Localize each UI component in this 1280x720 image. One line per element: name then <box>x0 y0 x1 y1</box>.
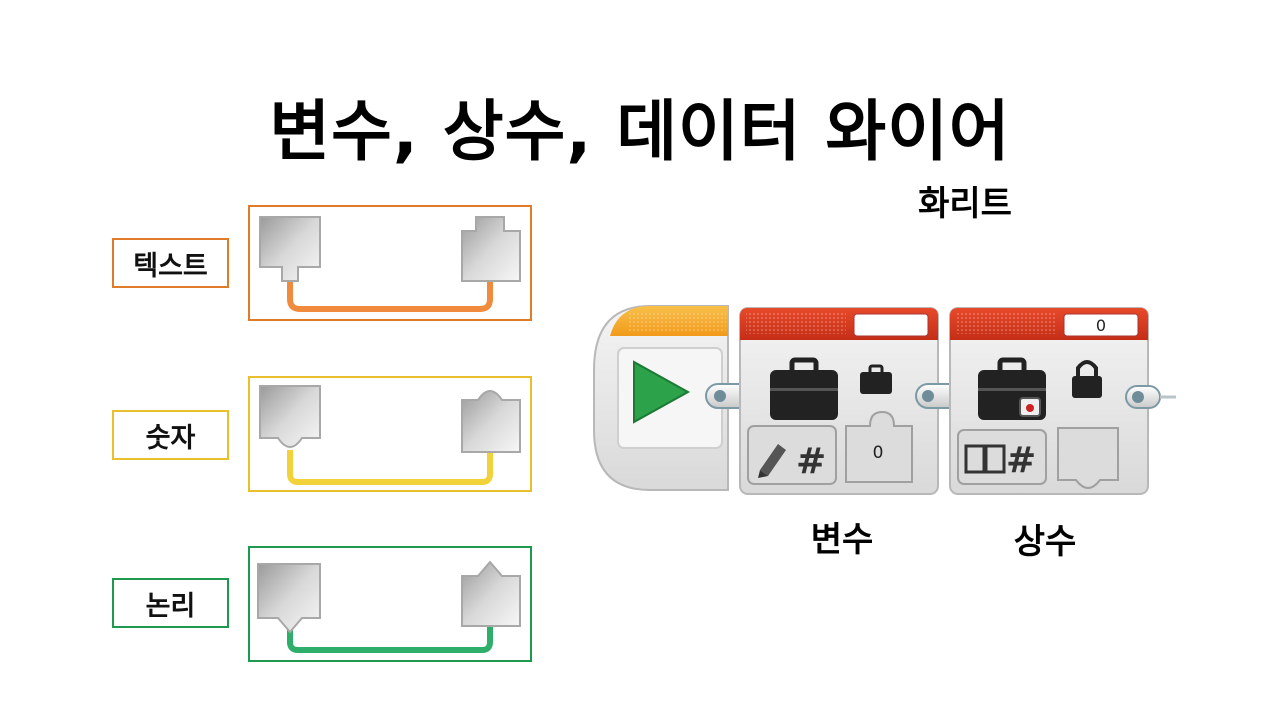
variable-label: 변수 <box>810 520 874 560</box>
small-briefcase-icon <box>860 364 892 394</box>
constant-label: 상수 <box>1013 522 1077 562</box>
logic-output-plug-icon <box>257 563 321 634</box>
variable-name-field <box>853 313 929 337</box>
wire-box-logic <box>248 546 532 662</box>
hash-icon: # <box>796 441 826 482</box>
wire-box-number <box>248 376 532 492</box>
constant-block[interactable]: 0 # <box>949 307 1149 495</box>
start-block[interactable] <box>593 305 729 491</box>
play-icon <box>633 360 691 424</box>
book-icon <box>964 444 1006 474</box>
number-output-plug-icon <box>259 385 321 448</box>
hash-icon: # <box>1006 440 1036 481</box>
briefcase-icon <box>978 357 1046 420</box>
number-wire-diagram <box>259 385 521 485</box>
variable-block[interactable]: # 0 <box>739 307 939 495</box>
logic-wire-diagram <box>257 560 521 653</box>
logic-input-plug-icon <box>461 560 521 627</box>
text-input-plug-icon <box>461 216 521 282</box>
variable-output-value: 0 <box>873 443 884 463</box>
number-input-plug-icon <box>461 390 521 453</box>
subtitle: 화리트 <box>918 184 1012 224</box>
constant-value: 0 <box>1096 316 1106 335</box>
logic-wire <box>287 614 493 653</box>
page-title: 변수, 상수, 데이터 와이어 <box>269 93 1011 170</box>
wire-box-text <box>248 205 532 321</box>
number-wire <box>287 440 493 485</box>
wire-label-text: 텍스트 <box>112 238 229 288</box>
wire-label-logic: 논리 <box>112 578 229 628</box>
pencil-icon <box>758 444 786 478</box>
briefcase-icon <box>770 357 838 420</box>
text-wire-diagram <box>259 216 521 312</box>
text-wire <box>287 267 493 312</box>
constant-output-port <box>1057 427 1119 489</box>
text-output-plug-icon <box>259 216 321 282</box>
constant-value-field <box>1063 313 1139 337</box>
variable-output-port <box>845 410 913 483</box>
wire-label-number: 숫자 <box>112 410 229 460</box>
lock-icon <box>1072 360 1102 398</box>
